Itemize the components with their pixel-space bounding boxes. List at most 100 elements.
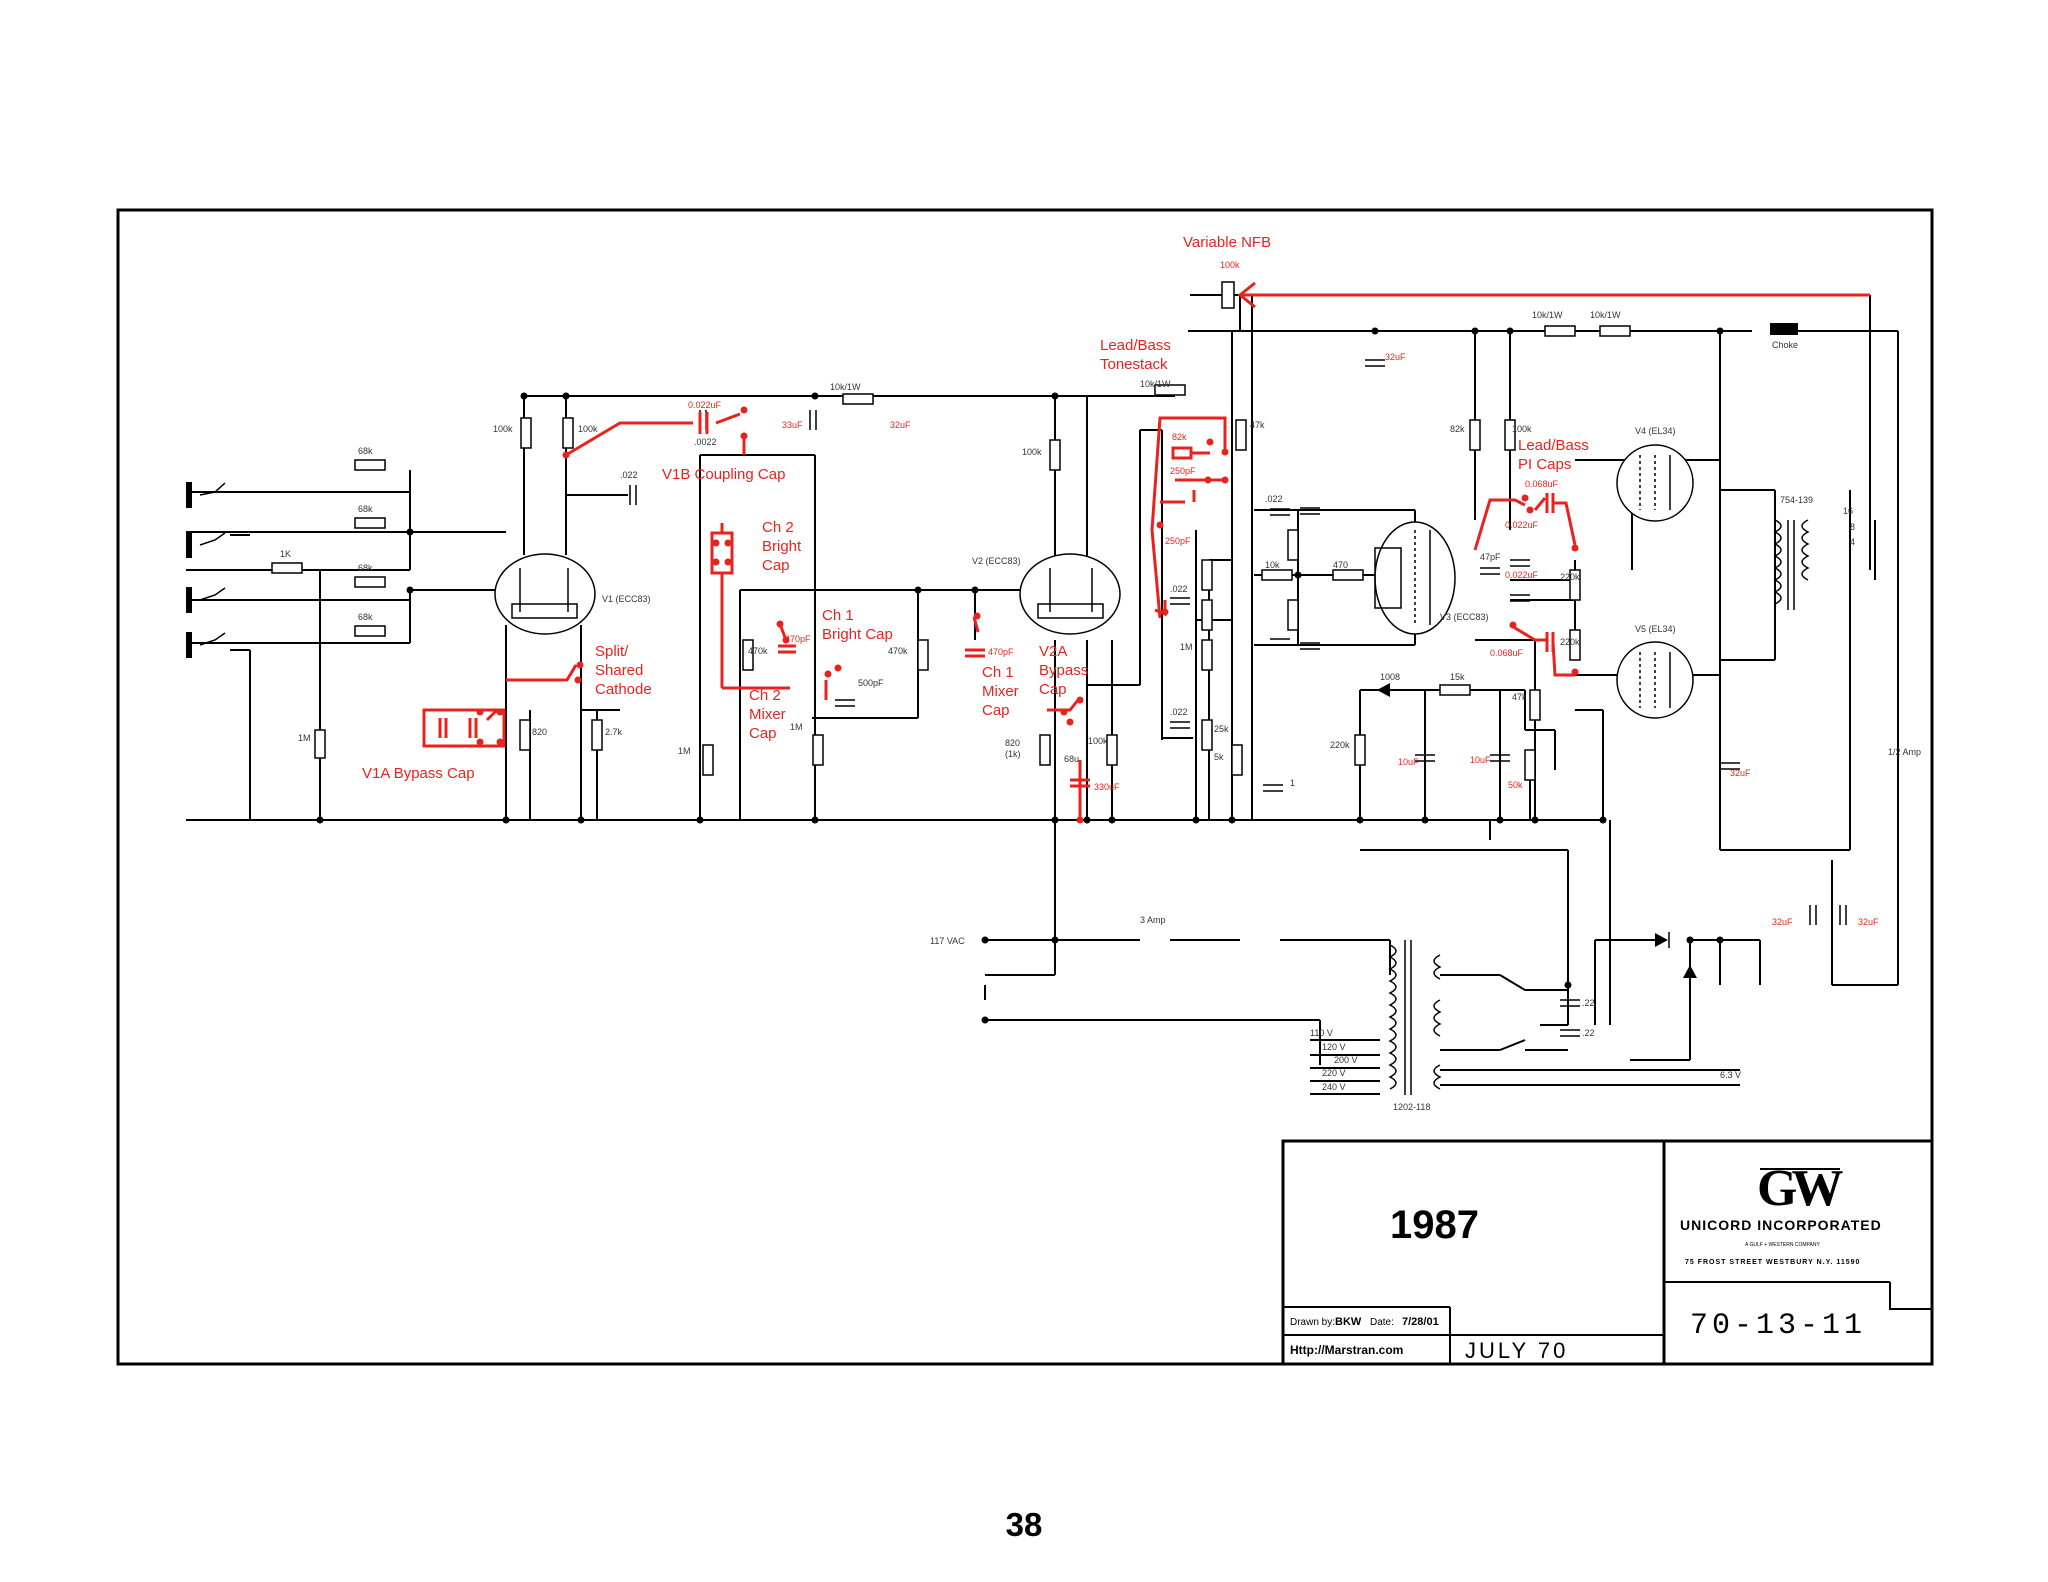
- svg-text:10k: 10k: [1265, 560, 1280, 570]
- annotation-ch1-bright: Ch 1: [822, 607, 854, 624]
- annotation-ch2-mixer: Ch 2: [749, 687, 781, 704]
- svg-text:PI Caps: PI Caps: [1518, 456, 1571, 473]
- svg-text:100k: 100k: [1088, 736, 1108, 746]
- svg-text:470pF: 470pF: [988, 647, 1014, 657]
- annotation-pi-caps: Lead/Bass: [1518, 437, 1589, 454]
- annotation-split-cathode: Split/: [595, 643, 629, 660]
- tube-v4: [1616, 444, 1694, 522]
- tube-v5: [1616, 641, 1694, 719]
- svg-text:1M: 1M: [1180, 642, 1193, 652]
- svg-text:68k: 68k: [358, 563, 373, 573]
- svg-text:3 Amp: 3 Amp: [1140, 915, 1166, 925]
- svg-text:5k: 5k: [1214, 752, 1224, 762]
- svg-text:100k: 100k: [493, 424, 513, 434]
- drawn-date: 7/28/01: [1402, 1316, 1439, 1328]
- svg-text:2.7k: 2.7k: [605, 727, 623, 737]
- svg-text:10k/1W: 10k/1W: [1140, 379, 1171, 389]
- svg-text:Mixer: Mixer: [749, 706, 786, 723]
- svg-text:82k: 82k: [1450, 424, 1465, 434]
- svg-text:470k: 470k: [888, 646, 908, 656]
- website-url: Http://Marstran.com: [1290, 1343, 1403, 1357]
- annotation-ch2-bright: Ch 2: [762, 519, 794, 536]
- svg-text:32uF: 32uF: [1730, 768, 1751, 778]
- svg-text:Cap: Cap: [762, 557, 790, 574]
- svg-text:50k: 50k: [1508, 780, 1523, 790]
- svg-text:110 V: 110 V: [1310, 1028, 1333, 1038]
- svg-text:220k: 220k: [1330, 740, 1350, 750]
- svg-text:Shared: Shared: [595, 662, 643, 679]
- svg-text:10uF: 10uF: [1470, 755, 1491, 765]
- svg-text:1/2 Amp: 1/2 Amp: [1888, 747, 1921, 757]
- svg-text:Mixer: Mixer: [982, 683, 1019, 700]
- svg-text:1202-118: 1202-118: [1393, 1102, 1430, 1112]
- svg-text:Cap: Cap: [1039, 681, 1067, 698]
- svg-text:220 V: 220 V: [1322, 1068, 1346, 1078]
- svg-text:32uF: 32uF: [890, 420, 911, 430]
- svg-text:V5 (EL34): V5 (EL34): [1635, 624, 1676, 634]
- page-number: 38: [1005, 1506, 1043, 1543]
- svg-text:.022: .022: [1170, 584, 1188, 594]
- svg-text:220k: 220k: [1560, 572, 1580, 582]
- annotation-variable-nfb: Variable NFB: [1183, 234, 1271, 251]
- power-transformer: [1388, 940, 1442, 1095]
- svg-text:1008: 1008: [1380, 672, 1400, 682]
- company-subline: A GULF + WESTERN COMPANY: [1745, 1242, 1820, 1248]
- svg-text:Cap: Cap: [749, 725, 777, 742]
- svg-text:47pF: 47pF: [1480, 552, 1501, 562]
- svg-text:820: 820: [1005, 738, 1020, 748]
- svg-text:250pF: 250pF: [1170, 466, 1196, 476]
- svg-text:68k: 68k: [358, 612, 373, 622]
- svg-text:Choke: Choke: [1772, 340, 1798, 350]
- title-block: 1987 Drawn by: BKW Date: 7/28/01 Http://…: [1281, 1139, 1934, 1366]
- svg-text:100k: 100k: [1220, 260, 1240, 270]
- red-component-values: 100k 0.022uF 33uF 32uF 32uF 470pF 470pF …: [688, 260, 1879, 927]
- annotation-ch1-mixer: Ch 1: [982, 664, 1014, 681]
- annotation-tonestack: Lead/Bass: [1100, 337, 1171, 354]
- company-address: 75 FROST STREET WESTBURY N.Y. 11590: [1685, 1259, 1860, 1266]
- svg-text:10k/1W: 10k/1W: [1590, 310, 1621, 320]
- svg-text:68k: 68k: [358, 504, 373, 514]
- svg-text:(1k): (1k): [1005, 749, 1021, 759]
- svg-text:82k: 82k: [1172, 432, 1187, 442]
- svg-text:330uF: 330uF: [1094, 782, 1120, 792]
- rectifier-diodes: [1377, 683, 1697, 978]
- svg-text:Cathode: Cathode: [595, 681, 652, 698]
- svg-text:8: 8: [1850, 522, 1855, 532]
- svg-text:10k/1W: 10k/1W: [1532, 310, 1563, 320]
- svg-text:10k/1W: 10k/1W: [830, 382, 861, 392]
- tube-v3: [1374, 521, 1456, 635]
- svg-text:470pF: 470pF: [785, 634, 811, 644]
- svg-text:754-139: 754-139: [1780, 495, 1813, 505]
- drawn-by: BKW: [1335, 1316, 1362, 1328]
- svg-text:Bright Cap: Bright Cap: [822, 626, 893, 643]
- output-transformer: [1773, 519, 1810, 610]
- svg-text:250pF: 250pF: [1165, 536, 1191, 546]
- svg-text:100k: 100k: [1512, 424, 1532, 434]
- date-label: Date:: [1370, 1317, 1394, 1328]
- svg-text:47k: 47k: [1512, 692, 1527, 702]
- svg-text:V3 (ECC83): V3 (ECC83): [1440, 612, 1489, 622]
- wiring: [186, 294, 1899, 1095]
- svg-text:.022: .022: [1265, 494, 1283, 504]
- annotation-v1b-coupling: V1B Coupling Cap: [662, 466, 785, 483]
- component-labels: 68k 68k 1K 68k 68k 100k 100k 1M V1 (ECC8…: [280, 310, 1921, 1112]
- svg-text:100k: 100k: [578, 424, 598, 434]
- svg-text:.022: .022: [1170, 707, 1188, 717]
- svg-text:1: 1: [1290, 778, 1295, 788]
- svg-text:25k: 25k: [1214, 724, 1229, 734]
- svg-text:.0022: .0022: [694, 437, 717, 447]
- input-jacks: [186, 482, 226, 658]
- svg-text:200 V: 200 V: [1334, 1055, 1358, 1065]
- company-name: UNICORD INCORPORATED: [1680, 1217, 1882, 1233]
- svg-text:68u: 68u: [1064, 754, 1079, 764]
- annotation-v1a-bypass: V1A Bypass Cap: [362, 765, 475, 782]
- svg-text:470k: 470k: [748, 646, 768, 656]
- svg-text:820: 820: [532, 727, 547, 737]
- red-mods: [422, 281, 1870, 824]
- svg-text:0.022uF: 0.022uF: [1505, 520, 1539, 530]
- gw-logo: GW: [1757, 1160, 1849, 1217]
- svg-text:.022: .022: [620, 470, 638, 480]
- svg-text:47k: 47k: [1250, 420, 1265, 430]
- junction-dots: [316, 327, 1724, 1024]
